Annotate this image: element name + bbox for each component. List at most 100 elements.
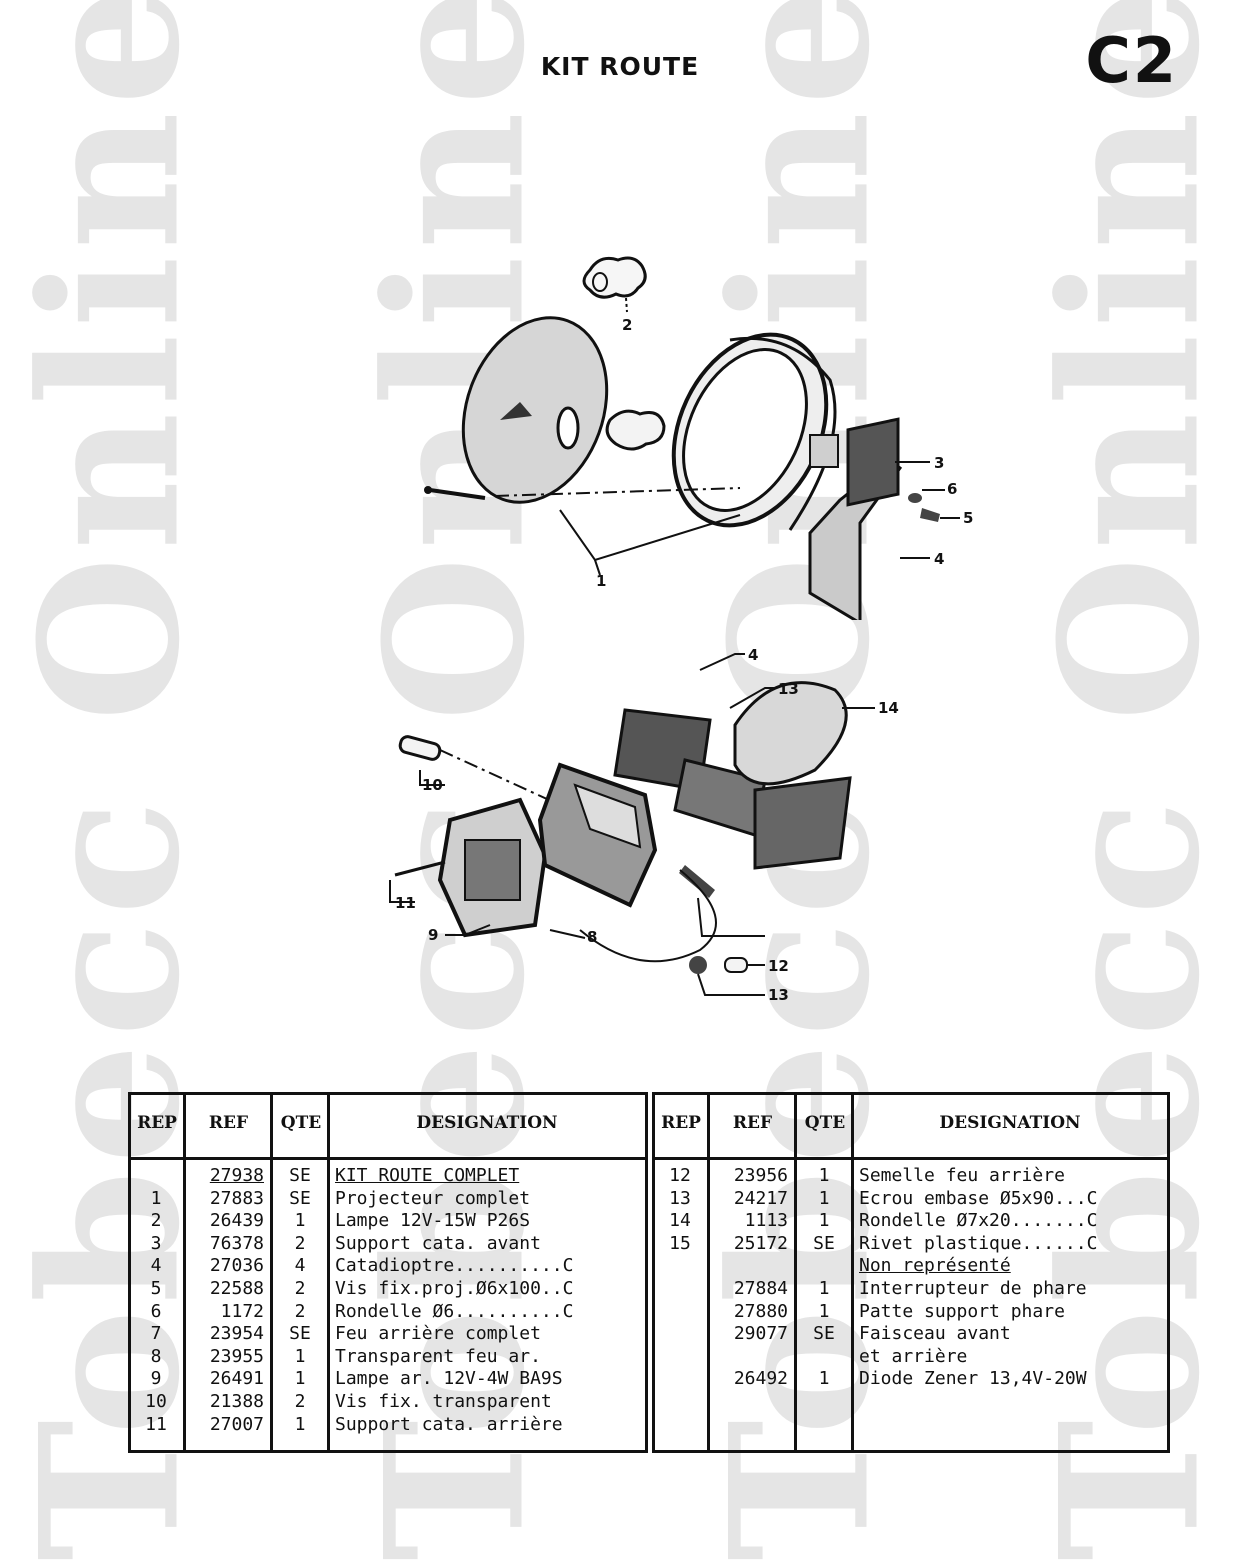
cell-ref: 1172 (220, 1300, 264, 1322)
bulb-part (582, 256, 647, 313)
cell-rep: 7 (150, 1323, 162, 1345)
cell-designation: et arrière (859, 1345, 968, 1367)
cell-designation: Catadioptre..........C (335, 1255, 574, 1277)
cell-designation: Lampe 12V-15W P26S (335, 1210, 531, 1232)
callout-1: 1 (596, 572, 606, 590)
cell-rep: 14 (669, 1210, 691, 1232)
callout-12: 14 (878, 699, 899, 717)
cell-qte: SE (813, 1232, 835, 1254)
cell-qte: SE (813, 1323, 835, 1345)
bulb-mounted (605, 409, 666, 451)
callout-8: 9 (428, 926, 438, 944)
cell-qte: 1 (294, 1368, 306, 1390)
cell-ref: 27880 (733, 1300, 788, 1322)
cell-designation: Rondelle Ø7x20.......C (859, 1210, 1098, 1232)
callout-11: 13 (778, 680, 799, 698)
cell-rep: 4 (150, 1255, 162, 1277)
cell-rep: 11 (145, 1413, 167, 1435)
cell-rep: 15 (669, 1232, 691, 1254)
callout-9: 10 (422, 776, 443, 794)
cell-designation: KIT ROUTE COMPLET (335, 1165, 520, 1186)
header-qte: QTE (280, 1113, 322, 1133)
headlamp-housing (671, 332, 839, 531)
callout-5: 5 (963, 509, 973, 527)
cell-qte: SE (289, 1323, 311, 1345)
cell-designation: Ecrou embase Ø5x90...C (859, 1187, 1098, 1209)
cell-designation: Lampe ar. 12V-4W BA9S (335, 1368, 563, 1390)
table-row: et arrière (655, 1346, 1167, 1369)
reflector-part (846, 417, 900, 507)
cell-ref: 27007 (209, 1413, 264, 1435)
cell-qte: 1 (818, 1300, 830, 1322)
callout-4: 4 (934, 550, 944, 568)
table-row: 27880 1 Patte support phare (655, 1301, 1167, 1324)
cell-designation: Vis fix. transparent (335, 1391, 552, 1412)
callout-10: 11 (395, 894, 416, 912)
cell-qte: 2 (294, 1300, 306, 1322)
cell-designation: Diode Zener 13,4V-20W (859, 1368, 1087, 1390)
cell-qte: 1 (294, 1345, 306, 1367)
cell-ref: 21388 (209, 1391, 264, 1412)
cell-ref: 26492 (733, 1368, 788, 1390)
cell-designation: Support cata. avant (335, 1232, 541, 1254)
callout-6: 6 (947, 480, 957, 498)
cell-ref: 26439 (209, 1210, 264, 1232)
cell-ref: 25172 (733, 1232, 788, 1254)
cell-rep: 9 (150, 1368, 162, 1390)
headlamp-diagram: 2 3 6 5 4 1 (424, 256, 973, 620)
cell-rep: 5 (150, 1278, 162, 1299)
cell-rep: 10 (145, 1391, 167, 1412)
page-title: KIT ROUTE (540, 52, 700, 81)
cell-qte: 1 (818, 1278, 830, 1299)
header-designation: DESIGNATION (939, 1113, 1081, 1133)
cell-ref: 29077 (733, 1323, 788, 1345)
callout-3: 3 (934, 454, 944, 472)
header-rep: REP (137, 1113, 177, 1133)
cell-qte: 1 (818, 1165, 830, 1186)
header-rep: REP (661, 1113, 701, 1133)
cell-designation: Patte support phare (859, 1300, 1065, 1322)
taillight-bulb (398, 735, 561, 806)
cell-designation: Projecteur complet (335, 1187, 531, 1209)
cell-qte: 1 (818, 1187, 830, 1209)
cell-designation: Non représenté (859, 1255, 1011, 1277)
cell-rep: 3 (150, 1232, 162, 1254)
header-designation: DESIGNATION (416, 1113, 558, 1133)
cell-qte: 1 (818, 1210, 830, 1232)
cell-ref: 27884 (733, 1278, 788, 1299)
header-qte: QTE (804, 1113, 846, 1133)
cell-rep: 1 (150, 1187, 162, 1209)
taillight-body (537, 762, 658, 908)
cell-designation: Support cata. arrière (335, 1413, 563, 1435)
cell-qte: 2 (294, 1232, 306, 1254)
header-ref: REF (208, 1113, 249, 1133)
callout-13: 12 (768, 957, 789, 975)
taillight-lens (437, 797, 548, 938)
cell-designation: Semelle feu arrière (859, 1165, 1065, 1186)
cell-ref: 26491 (209, 1368, 264, 1390)
header-ref: REF (732, 1113, 773, 1133)
cell-qte: 1 (818, 1368, 830, 1390)
cell-ref: 27938 (209, 1165, 264, 1186)
cell-ref: 23954 (209, 1323, 264, 1345)
taillight-diagram: 4 13 14 10 11 9 8 12 13 (389, 646, 899, 1004)
table-row: 9 26491 1 Lampe ar. 12V-4W BA9S (131, 1368, 645, 1391)
callout-2: 2 (622, 316, 632, 334)
cell-ref: 23956 (733, 1165, 788, 1186)
